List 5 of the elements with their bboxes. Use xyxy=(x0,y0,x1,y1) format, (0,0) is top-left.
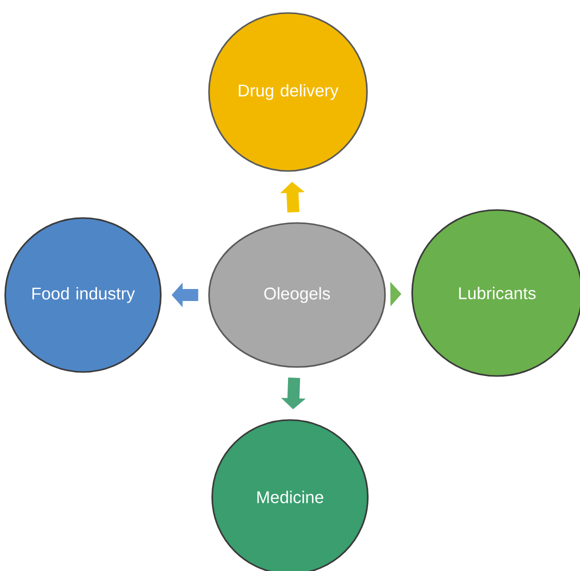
ellipse-node: Oleogels xyxy=(208,222,386,368)
circle-node: Lubricants xyxy=(411,209,580,377)
circle-node: Drug delivery xyxy=(208,12,368,172)
circle-node: Food industry xyxy=(4,217,162,373)
circle-node: Medicine xyxy=(211,419,369,571)
